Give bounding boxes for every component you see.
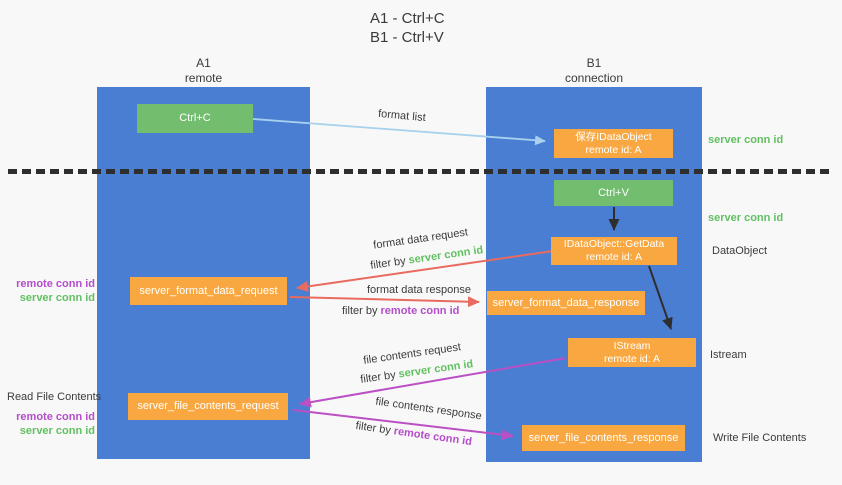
remote-conn-id-text: remote conn id (380, 305, 460, 317)
server-format-data-request-label: server_format_data_request (139, 284, 278, 297)
lane-a1-name: A1 (196, 56, 211, 70)
lane-a1-role: remote (184, 71, 223, 85)
server-format-data-response-label: server_format_data_response (492, 296, 640, 309)
server-file-contents-request-node: server_file_contents_request (128, 393, 288, 420)
istream-line1: IStream (613, 339, 651, 352)
server-file-contents-response-node: server_file_contents_response (522, 425, 685, 451)
server-format-data-response-node: server_format_data_response (487, 291, 645, 315)
save-idataobject-node: 保存IDataObject remote id: A (554, 129, 673, 158)
server-conn-id-label-top-right: server conn id (708, 134, 784, 146)
remote-conn-id-label: remote conn id (16, 411, 95, 423)
format-data-response-label: format data response (367, 284, 471, 296)
ctrl-c-node: Ctrl+C (137, 104, 253, 133)
istream-node: IStream remote id: A (568, 338, 696, 367)
ctrl-c-label: Ctrl+C (179, 112, 211, 124)
left-conn-id-labels-top: remote conn id server conn id (0, 277, 95, 305)
lane-header-a1: A1 remote (97, 56, 310, 86)
getdata-line1: IDataObject::GetData (563, 238, 665, 250)
ctrl-v-node: Ctrl+V (554, 180, 673, 206)
remote-conn-id-label: remote conn id (16, 278, 95, 290)
format-data-request-arrow (296, 250, 554, 292)
getdata-line2: remote id: A (585, 251, 643, 263)
server-file-contents-request-label: server_file_contents_request (137, 400, 279, 412)
save-idataobject-line2: remote id: A (585, 143, 642, 156)
getdata-to-istream-arrow (648, 265, 673, 330)
title-line-2: B1 - Ctrl+V (370, 29, 444, 46)
lane-header-b1: B1 connection (486, 56, 702, 86)
ctrl-v-label: Ctrl+V (598, 186, 629, 199)
server-format-data-request-node: server_format_data_request (130, 277, 287, 305)
file-contents-request-arrow (299, 357, 567, 408)
server-conn-id-label: server conn id (19, 292, 95, 304)
format-list-arrow (252, 118, 546, 146)
lane-b1-role: connection (564, 71, 624, 85)
read-file-contents-label: Read File Contents (7, 391, 102, 403)
save-idataobject-line1: 保存IDataObject (575, 130, 652, 143)
lane-b1-name: B1 (586, 56, 602, 70)
write-file-contents-label: Write File Contents (713, 432, 807, 444)
file-contents-response-arrow (292, 409, 514, 441)
server-conn-id-label: server conn id (19, 425, 95, 437)
left-conn-id-labels-bottom: remote conn id server conn id (0, 410, 95, 438)
istream-label: Istream (710, 349, 747, 361)
title-line-1: A1 - Ctrl+C (370, 10, 445, 27)
filter-by-remote-conn-id-label-1: filter by remote conn id (342, 305, 459, 318)
getdata-node: IDataObject::GetData remote id: A (551, 237, 677, 265)
server-conn-id-label-mid-right: server conn id (708, 212, 784, 224)
filter-by-text: filter by (342, 305, 381, 317)
server-file-contents-response-label: server_file_contents_response (528, 431, 679, 444)
copy-paste-separator-line (8, 169, 834, 174)
dataobject-label: DataObject (712, 245, 768, 257)
istream-line2: remote id: A (603, 352, 661, 365)
diagram-title: A1 - Ctrl+C B1 - Ctrl+V (370, 9, 445, 47)
format-data-response-arrow (289, 296, 480, 308)
